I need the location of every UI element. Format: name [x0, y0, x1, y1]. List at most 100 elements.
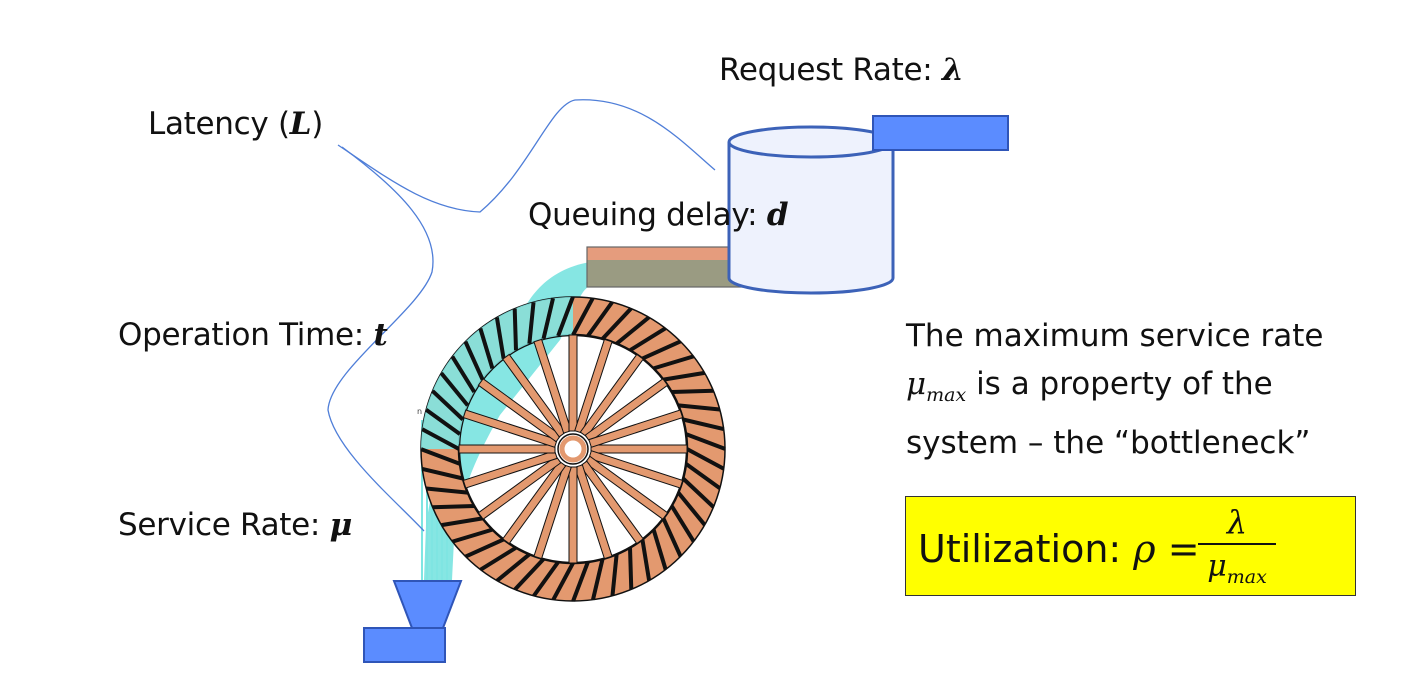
queuing-delay-text: Queuing delay:	[528, 197, 767, 233]
wheel-spoke	[462, 450, 558, 489]
latency-symbol: L	[289, 106, 312, 142]
wheel-paddle	[420, 447, 461, 466]
description-line-2-rest: is a property of the	[966, 366, 1273, 402]
latency-curve-to-output	[327, 146, 434, 532]
wheel-paddle	[512, 308, 518, 351]
fraction-bar	[1198, 543, 1276, 545]
wheel-paddle	[601, 307, 633, 341]
wheel-paddle	[439, 371, 470, 407]
wheel-paddle	[450, 355, 476, 394]
wheel-paddle	[513, 557, 545, 591]
output-funnel	[392, 580, 463, 629]
denominator-mu: μ	[1207, 549, 1227, 584]
wheel-spoke	[590, 444, 688, 454]
utilization-label: Utilization: ρ =	[918, 527, 1200, 571]
wheel-paddle	[451, 527, 493, 544]
wheel-spoke	[533, 338, 572, 434]
trough-bottom	[587, 260, 744, 287]
wheel-paddle	[628, 326, 667, 352]
utilization-text: Utilization:	[918, 527, 1134, 571]
operation-time-text: Operation Time:	[118, 317, 374, 353]
wheel-paddle	[431, 389, 465, 421]
wheel-spoke	[477, 378, 562, 443]
fraction-denominator: μmax	[1198, 549, 1276, 595]
wheel-spoke	[568, 334, 578, 432]
request-rate-label: Request Rate: λ	[719, 52, 964, 88]
request-rate-text: Request Rate:	[719, 52, 942, 88]
wheel-paddle	[571, 297, 595, 336]
request-tank	[727, 142, 895, 295]
fraction-numerator: λ	[1226, 503, 1248, 541]
wheel-paddle	[441, 516, 483, 528]
wheel-paddles	[420, 296, 726, 602]
wheel-paddle	[640, 539, 652, 581]
wheel-spoke	[579, 353, 644, 438]
wheel-spoke	[462, 409, 558, 448]
description-line-2: μmax is a property of the	[906, 360, 1376, 419]
operation-time-label: Operation Time: t	[118, 317, 388, 353]
operation-time-symbol: t	[373, 317, 388, 353]
service-rate-symbol: μ	[329, 507, 353, 543]
latency-curve-to-tank	[337, 99, 716, 213]
latency-text: Latency (	[148, 106, 290, 142]
wheel-paddle	[615, 315, 651, 346]
wheel-paddle	[678, 403, 720, 412]
wheel-spoke	[588, 450, 684, 489]
wheel-paddle	[586, 300, 614, 338]
latency-label: Latency (L)	[148, 106, 323, 142]
latency-close: )	[311, 106, 324, 142]
wheel-paddle	[464, 537, 505, 559]
mu-max-subscript: max	[926, 384, 967, 407]
wheel-paddle	[432, 504, 475, 510]
wheel-paddle	[571, 561, 590, 602]
wheel-spoke	[574, 464, 613, 560]
wheel-paddle	[628, 547, 634, 590]
rho-symbol: ρ	[1133, 527, 1156, 571]
wheel-spoke	[579, 460, 644, 545]
wheel-paddle	[527, 302, 536, 344]
wheel-spoke	[588, 409, 684, 448]
wheel-paddle	[551, 562, 575, 601]
wheel-paddle	[641, 339, 682, 361]
wheel-paddle	[478, 327, 495, 369]
wheel-paddle	[532, 560, 560, 598]
wheel-spoke	[568, 466, 578, 564]
wheel-spoke	[584, 378, 669, 443]
wheel-paddle	[676, 491, 707, 527]
svg-text:n: n	[417, 407, 422, 416]
wheel-paddle	[670, 504, 696, 543]
wheel-paddle	[494, 317, 506, 359]
service-rate-label: Service Rate: μ	[118, 507, 352, 543]
wheel-spoke	[502, 353, 567, 438]
wheel-paddle	[479, 546, 518, 572]
wheel-paddle	[421, 427, 460, 451]
service-rate-text: Service Rate:	[118, 507, 330, 543]
wheel-paddle	[651, 529, 668, 571]
wheel-paddle	[661, 517, 683, 558]
wheel-paddle	[421, 467, 464, 481]
wheel-spokes	[458, 334, 688, 564]
wheel-paddle	[681, 477, 715, 509]
wheel-spoke	[574, 338, 613, 434]
wheel-paddle	[682, 417, 725, 431]
wheel-paddle	[686, 447, 725, 471]
wheel-paddle	[591, 558, 605, 601]
wheel-paddle	[685, 432, 726, 451]
wheel-paddle	[684, 462, 722, 490]
mu-max-symbol: μ	[906, 366, 927, 402]
utilization-formula-box: Utilization: ρ = λ μmax	[905, 496, 1356, 596]
description-line-3: system – the “bottleneck”	[906, 425, 1311, 462]
incoming-request-box	[872, 115, 1009, 151]
equals-sign: =	[1155, 527, 1200, 571]
wheel-spoke	[584, 455, 669, 520]
max-service-rate-description: The maximum service rate μmax is a prope…	[906, 312, 1376, 467]
wheel-paddle	[671, 388, 714, 394]
wheel-water-overlay	[421, 297, 573, 449]
water-stream	[424, 262, 590, 580]
wheel-paddle	[556, 296, 575, 337]
queuing-delay-label: Queuing delay: d	[528, 197, 789, 233]
wheel-paddle	[541, 297, 555, 340]
wheel-spoke	[502, 460, 567, 545]
wheel-spoke	[458, 444, 556, 454]
